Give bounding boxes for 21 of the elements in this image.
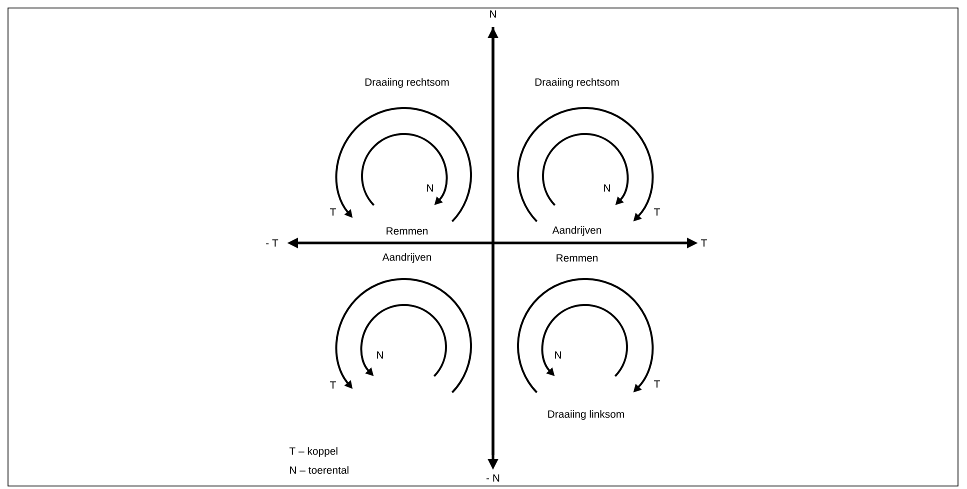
legend-text: T – koppel <box>289 447 338 457</box>
arc-label: T <box>330 381 336 389</box>
arc-label: N <box>377 351 383 359</box>
quadrant-label: Remmen <box>386 227 428 235</box>
arc-label: N <box>427 184 433 192</box>
arc-label: T <box>330 208 336 216</box>
legend-text: N – toerental <box>290 466 348 474</box>
arc-label: N <box>555 351 561 359</box>
axis-label: - N <box>486 474 500 482</box>
rotation-label: Draaiing linksom <box>548 410 624 420</box>
arc-label: T <box>654 208 660 216</box>
quadrant-label: Aandrijven <box>552 226 602 236</box>
axis-label: - T <box>266 239 278 247</box>
rotation-label: Draaiing rechtsom <box>365 78 449 88</box>
rotation-label: Draaiing rechtsom <box>535 78 619 88</box>
axis-label: N <box>490 10 496 18</box>
quadrant-label: Aandrijven <box>382 253 432 263</box>
axis-label: T <box>701 239 707 247</box>
arc-label: T <box>654 380 660 388</box>
arc-label: N <box>604 184 610 192</box>
quadrant-label: Remmen <box>556 254 598 262</box>
